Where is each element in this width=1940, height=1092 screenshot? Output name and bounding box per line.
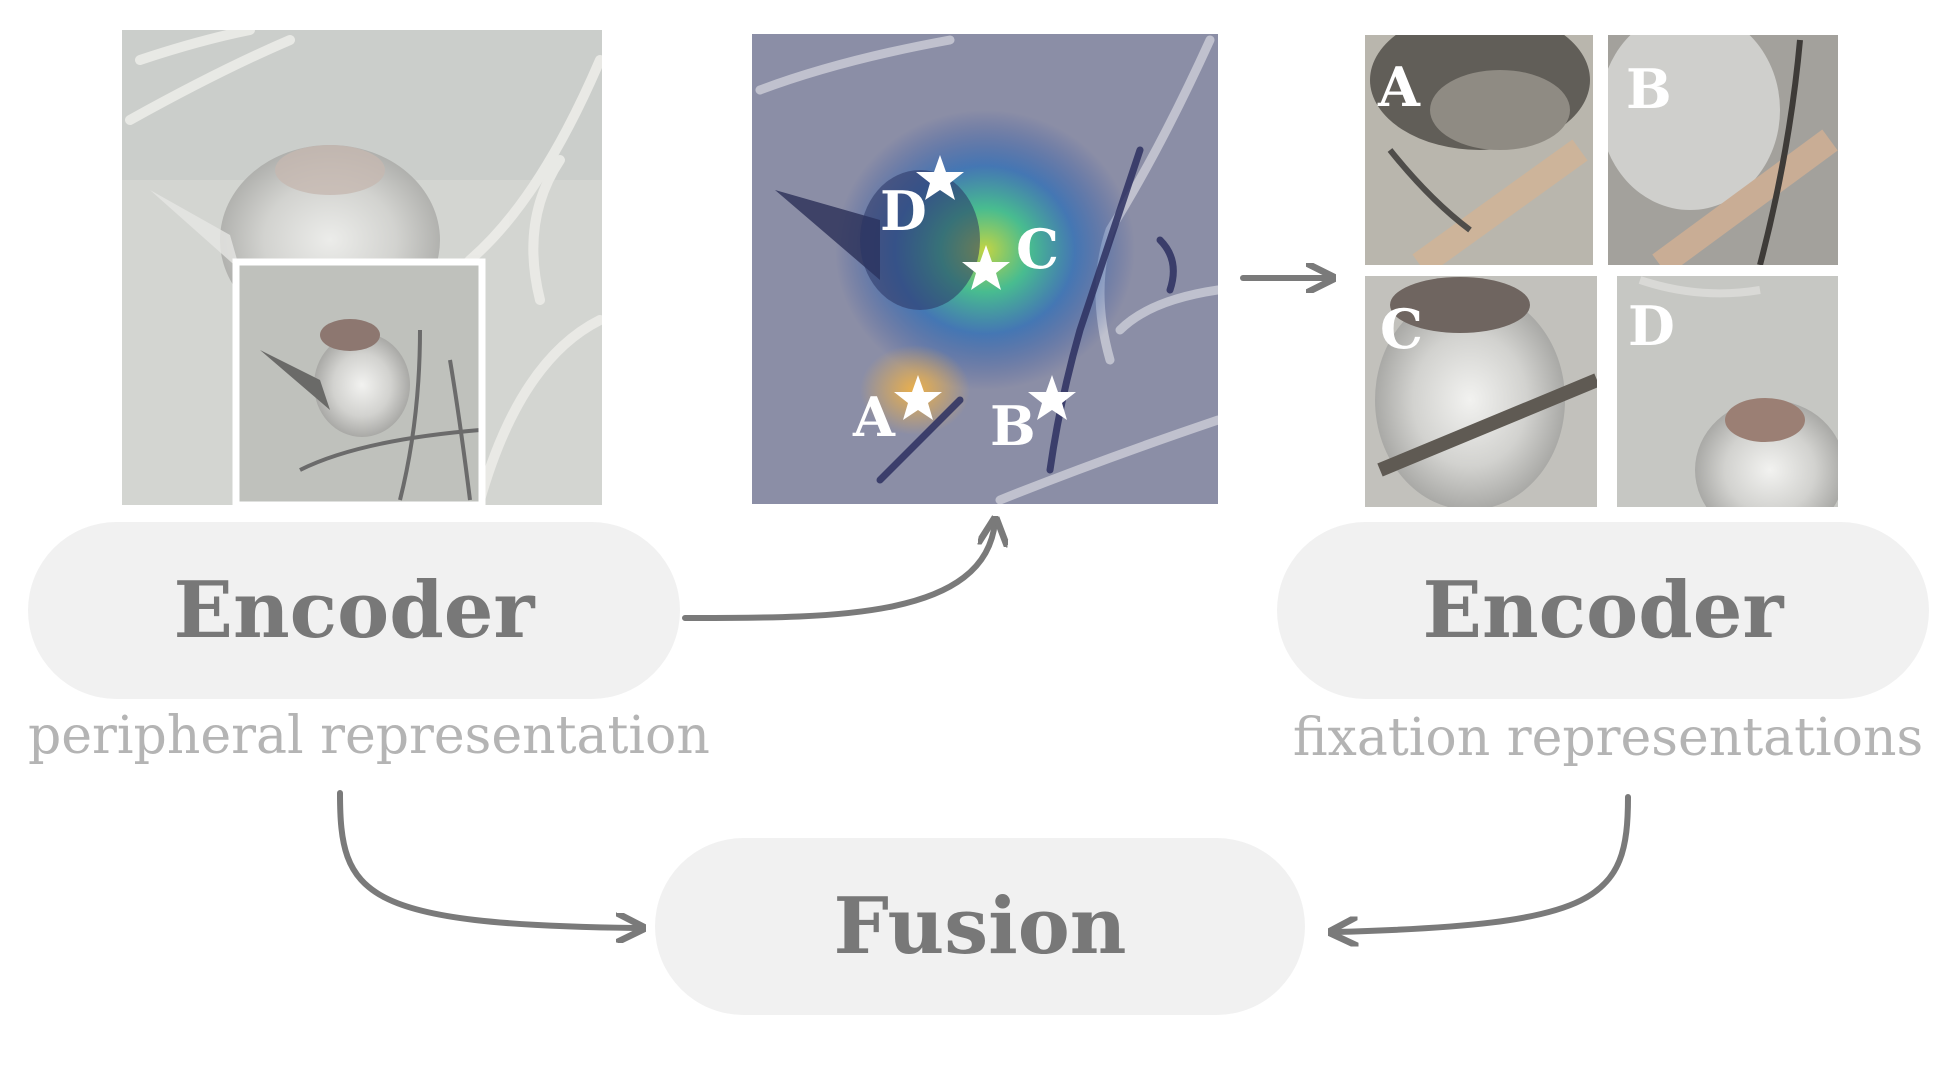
peripheral-image: [122, 30, 602, 505]
crop-c: [1365, 276, 1597, 507]
fixation-label-c: C: [1016, 217, 1059, 281]
fusion-block: Fusion: [655, 838, 1305, 1015]
crop-label-b: B: [1626, 57, 1672, 121]
fixation-caption: fixation representations: [1292, 708, 1924, 768]
crop-label-c: C: [1380, 297, 1423, 361]
encoder-left: Encoder: [28, 522, 680, 699]
fixation-star-b: B: [990, 375, 1076, 458]
fixation-star-a: A: [852, 375, 942, 449]
arrow-peripheral-to-fusion: [337, 790, 640, 928]
crop-label-a: A: [1377, 55, 1421, 119]
fixation-crops: A B C D: [1365, 35, 1838, 507]
attention-heatmap: D C A B: [752, 34, 1218, 504]
fixation-star-c: C: [962, 217, 1059, 290]
encoder-right: Encoder: [1277, 522, 1929, 699]
encoder-right-label: Encoder: [1422, 565, 1784, 656]
crop-a: [1365, 35, 1593, 265]
encoder-left-label: Encoder: [173, 565, 535, 656]
fusion-label: Fusion: [833, 881, 1127, 972]
fixation-label-d: D: [880, 179, 927, 243]
crop-label-d: D: [1628, 294, 1675, 358]
crop-d: [1617, 276, 1838, 507]
peripheral-caption: peripheral representation: [28, 706, 710, 766]
fixation-label-a: A: [852, 385, 896, 449]
fixation-star-d: D: [880, 155, 964, 243]
arrow-encoder-to-heatmap: [682, 522, 995, 622]
arrow-fixation-to-fusion: [1334, 794, 1631, 932]
crop-b: [1608, 35, 1838, 265]
fixation-label-b: B: [990, 394, 1036, 458]
